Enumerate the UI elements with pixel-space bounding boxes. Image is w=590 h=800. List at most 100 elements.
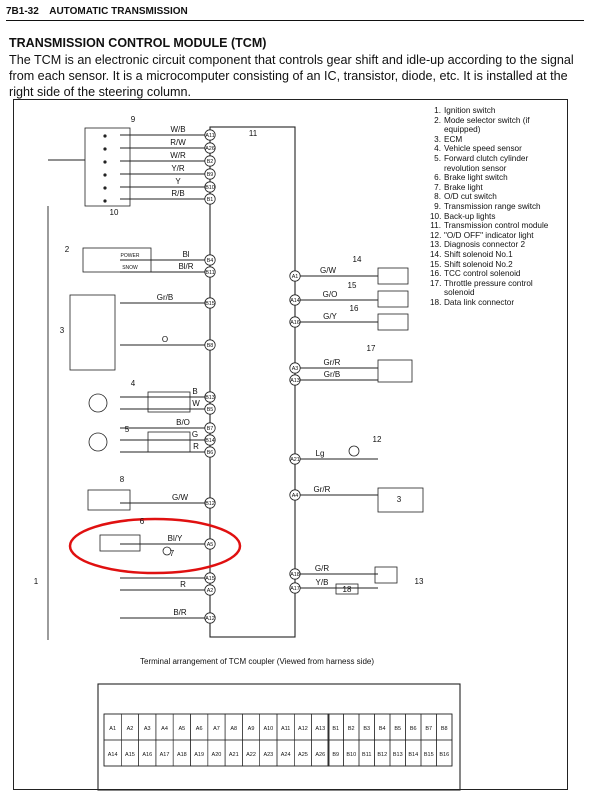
legend-text: Shift solenoid No.1 (444, 249, 513, 259)
terminal-circle (289, 374, 301, 386)
legend-number: 5. (434, 153, 441, 163)
legend-item: 14.Shift solenoid No.1 (430, 250, 565, 260)
od-cut-switch (87, 489, 131, 511)
callout-number: 5 (125, 425, 130, 434)
callout-number: 1 (34, 577, 39, 586)
terminal-label: B7 (207, 426, 214, 432)
coupler-terminal: B9 (332, 752, 339, 758)
range-switch-box (84, 127, 131, 207)
coupler-terminal: A5 (178, 726, 185, 732)
wire-color: R (193, 442, 199, 451)
coupler-terminal: A3 (144, 726, 151, 732)
coupler-terminal: A8 (230, 726, 237, 732)
terminal-circle (204, 339, 216, 351)
coupler-terminal: A12 (298, 726, 308, 732)
solenoid-box (377, 313, 409, 331)
mode-selector-box (82, 247, 152, 273)
coupler-terminal: A26 (315, 752, 325, 758)
callout-number: 2 (65, 245, 70, 254)
switch-contact (103, 147, 107, 151)
coupler-terminal: A9 (248, 726, 255, 732)
terminal-label: B6 (207, 450, 214, 456)
terminal-label: A4 (292, 493, 299, 499)
terminal-label: B9 (207, 172, 214, 178)
coupler-terminal: A17 (160, 752, 170, 758)
coupler-terminal: A10 (263, 726, 273, 732)
terminal-label: B11 (205, 270, 214, 276)
legend-text: Transmission range switch (444, 201, 541, 211)
coupler-cell (436, 739, 453, 767)
legend-item: 3.ECM (430, 135, 565, 145)
wire-color: R/B (171, 189, 184, 198)
page-title: TRANSMISSION CONTROL MODULE (TCM) (9, 36, 267, 50)
callout-number: 10 (110, 208, 119, 217)
legend-number: 18. (430, 297, 442, 307)
terminal-label: B4 (207, 258, 214, 264)
wire-color: Gr/B (324, 370, 340, 379)
terminal-circle (204, 584, 216, 596)
wire-color: R (180, 580, 186, 589)
legend-text: Transmission control module (444, 221, 549, 231)
ecm-box (69, 294, 116, 371)
callout-number: 3 (60, 326, 65, 335)
wire-color: Y (175, 177, 181, 186)
legend-number: 9. (434, 201, 441, 211)
callout-number: 16 (350, 304, 359, 313)
coupler-terminal: B5 (394, 726, 401, 732)
legend-item: 7.Brake light (430, 183, 565, 193)
callout-number: 4 (131, 379, 136, 388)
ecm-box-right (377, 487, 424, 513)
wire-color: Bl/Y (168, 534, 183, 543)
terminal-label: A16 (290, 320, 300, 326)
wire-color: Gr/R (324, 358, 341, 367)
legend-number: 2. (434, 115, 441, 125)
legend-number: 3. (434, 134, 441, 144)
wire-color: B/O (176, 418, 190, 427)
terminal-circle (289, 316, 301, 328)
wire-color: Lg (316, 449, 325, 458)
wire-color: Y/R (171, 164, 185, 173)
legend-item: 9.Transmission range switch (430, 202, 565, 212)
coupler-terminal: A23 (263, 752, 273, 758)
wire-color: B (192, 387, 197, 396)
terminal-label: B2 (207, 159, 214, 165)
wire-color: G/R (315, 564, 329, 573)
coupler-terminal: B11 (362, 752, 371, 758)
wire-color: B/R (173, 608, 187, 617)
coupler-caption: Terminal arrangement of TCM coupler (Vie… (140, 657, 375, 666)
legend-text: O/D cut switch (444, 192, 497, 202)
terminal-label: B13 (205, 395, 215, 401)
legend-item: 12."O/D OFF" indicator light (430, 231, 565, 241)
page-code: 7B1-32 (6, 6, 39, 17)
legend-number: 16. (430, 269, 442, 279)
coupler-terminal: A22 (246, 752, 256, 758)
speed-sensor-gear (88, 393, 108, 413)
coupler-terminal: A21 (229, 752, 239, 758)
wire-color: Gr/R (314, 485, 331, 494)
highlight-ellipse (68, 517, 242, 575)
coupler-terminal: A11 (281, 726, 290, 732)
callout-number: 3 (397, 495, 402, 504)
legend-item: 4.Vehicle speed sensor (430, 144, 565, 154)
callout-number: 12 (373, 435, 382, 444)
brake-light-switch (99, 534, 141, 552)
callout-number: 7 (170, 549, 175, 558)
coupler-terminal: B13 (393, 752, 403, 758)
terminal-circle (204, 538, 216, 550)
legend-number: 4. (434, 144, 441, 154)
legend-item: 5.Forward clutch cylinder revolution sen… (430, 154, 565, 173)
terminal-circle (204, 129, 216, 141)
terminal-label: A11 (205, 133, 214, 139)
coupler-terminal: A6 (196, 726, 203, 732)
legend-number: 12. (430, 230, 442, 240)
coupler-terminal: A24 (281, 752, 291, 758)
coupler-terminal: B3 (363, 726, 370, 732)
terminal-circle (204, 572, 216, 584)
terminal-circle (204, 612, 216, 624)
revolution-sensor-gear (88, 432, 108, 452)
coupler-terminal: A7 (213, 726, 220, 732)
wire-color: O (162, 335, 168, 344)
terminal-circle (204, 142, 216, 154)
